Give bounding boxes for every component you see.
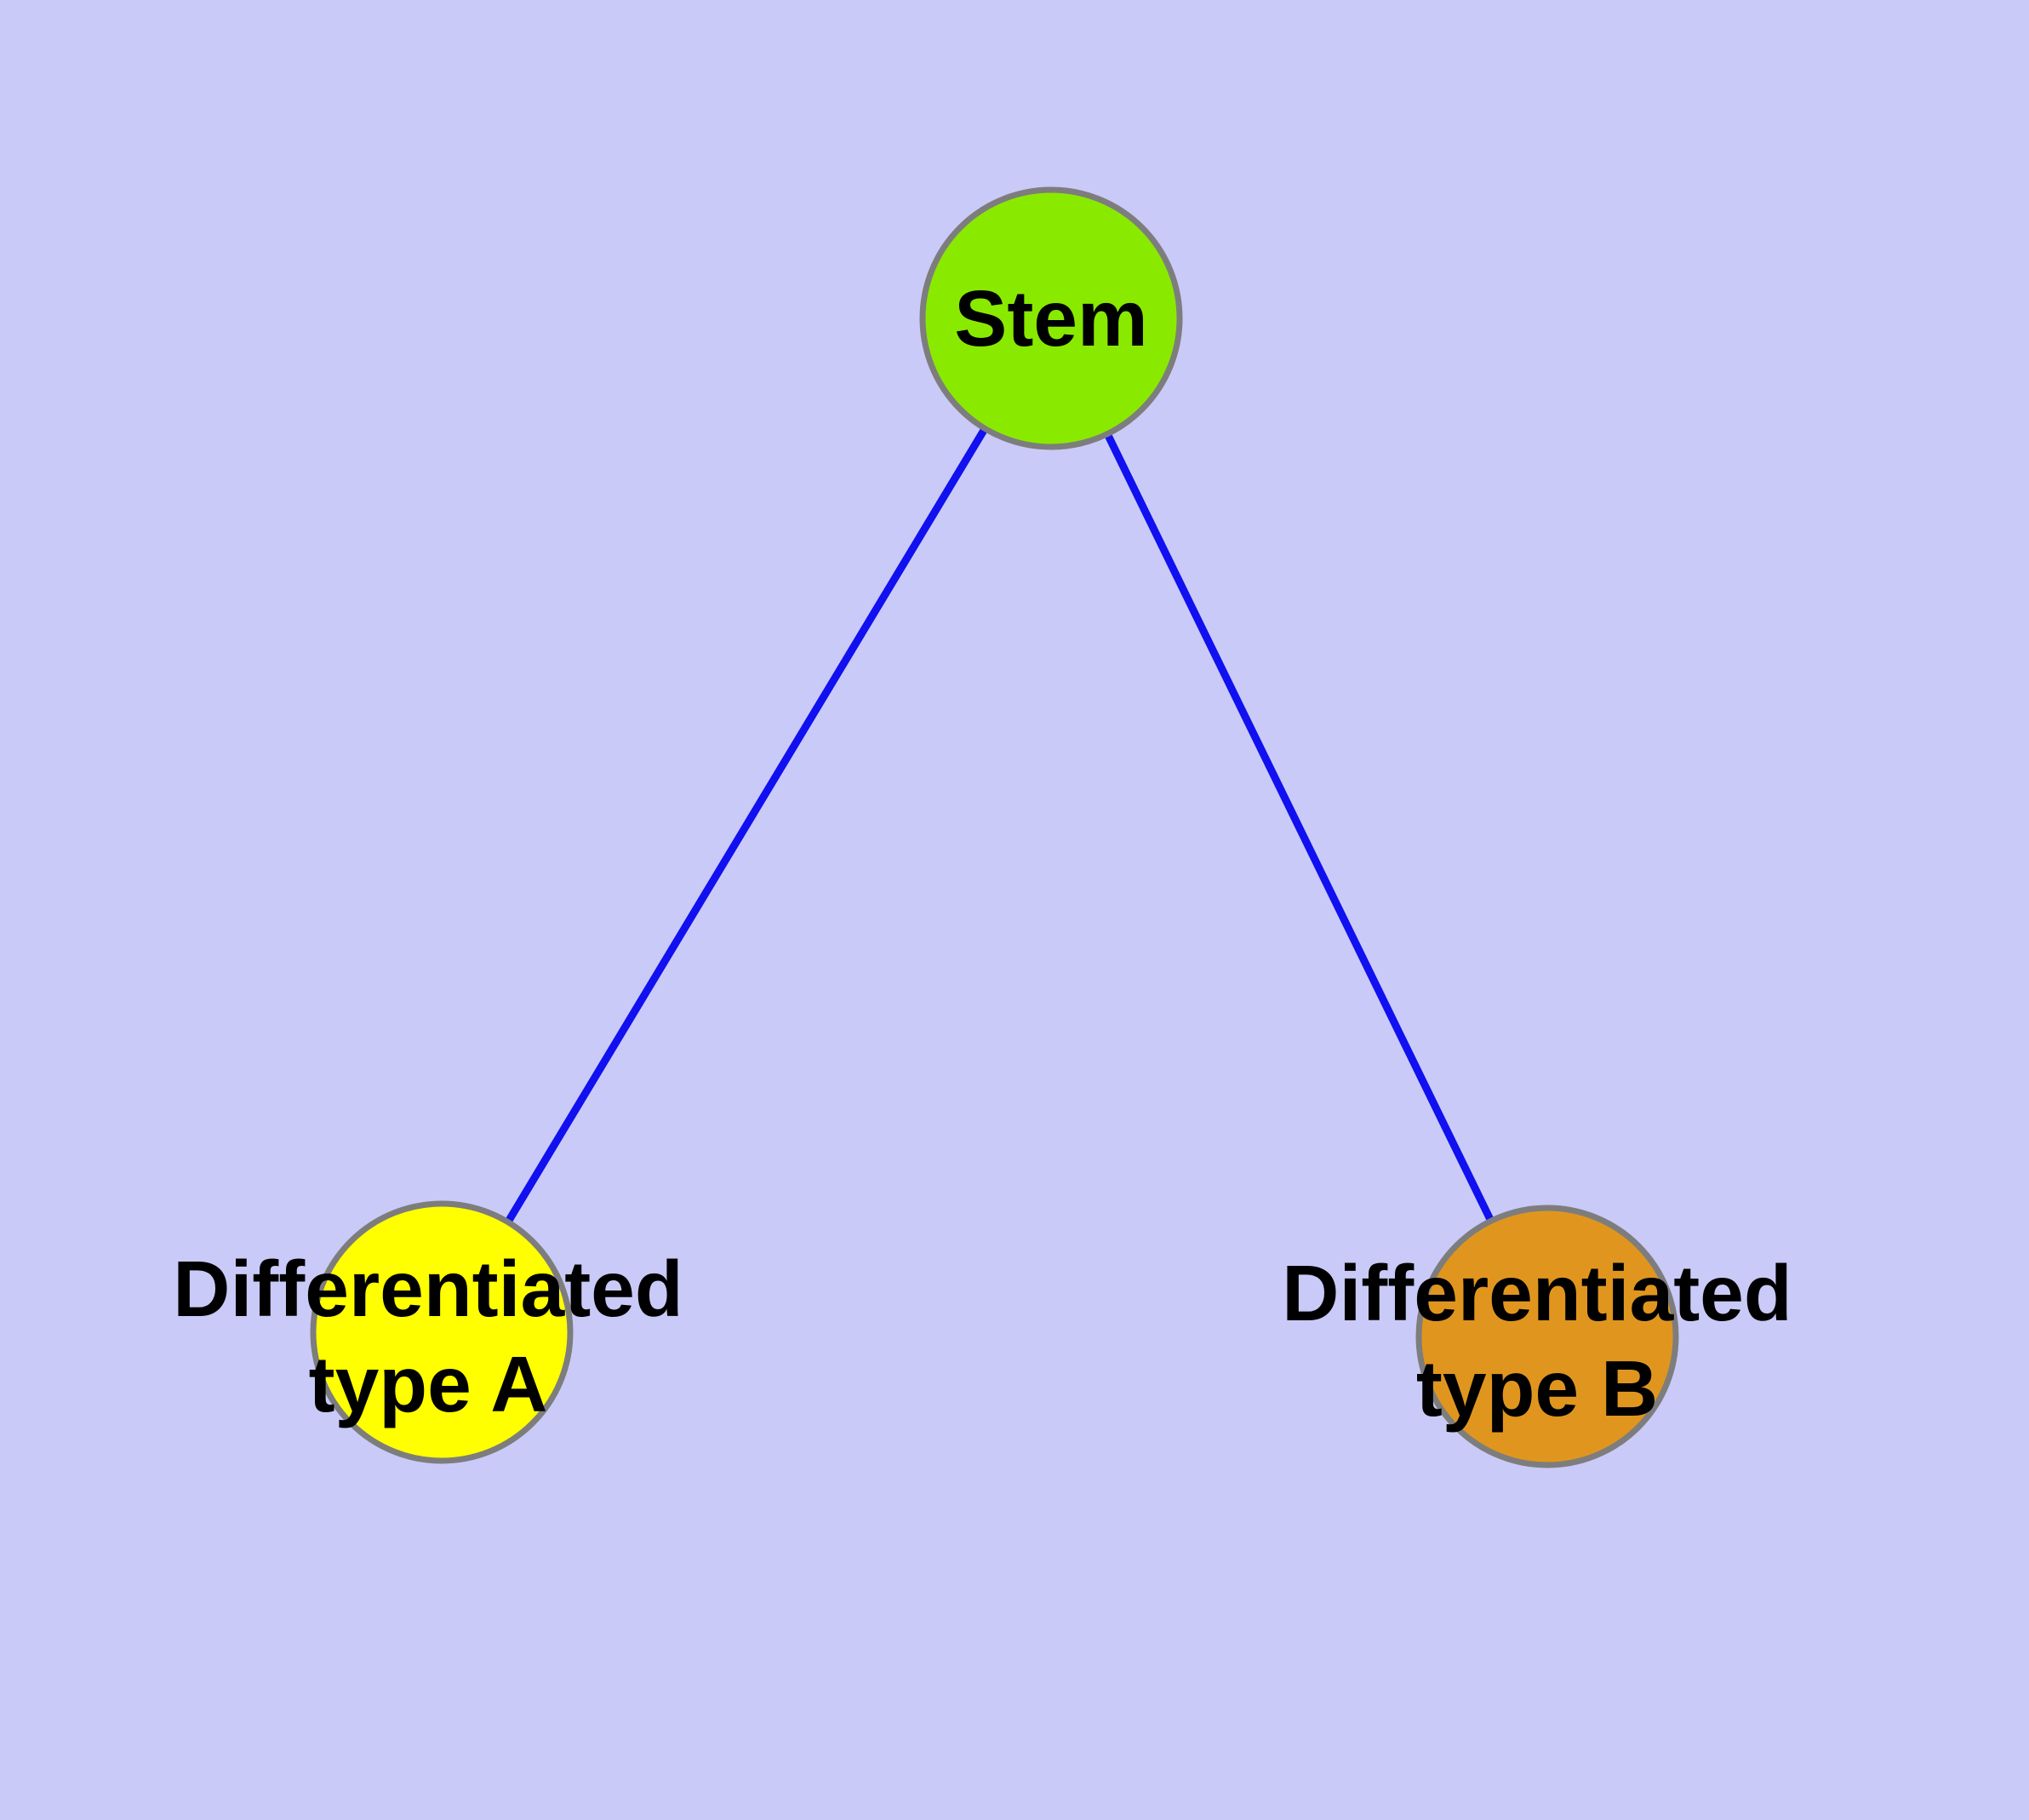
node-differentiated-type-a bbox=[310, 1200, 574, 1464]
edge-stem-to-type-b bbox=[1047, 317, 1552, 1338]
edge-stem-to-type-a bbox=[438, 316, 1055, 1335]
node-stem bbox=[919, 186, 1183, 450]
node-differentiated-type-b bbox=[1415, 1205, 1679, 1468]
